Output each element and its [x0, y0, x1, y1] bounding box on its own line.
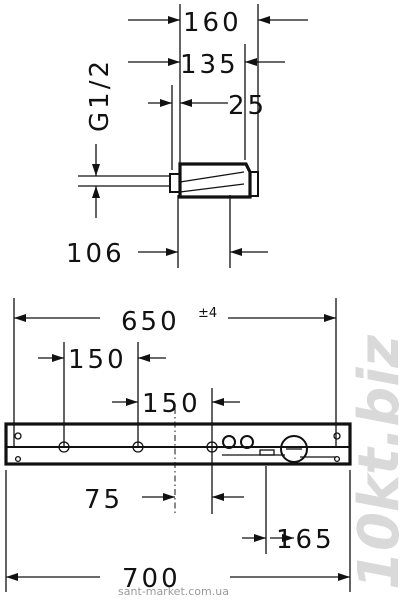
front-view: 650 ±4 150 150	[4, 298, 352, 594]
dim-g12: G1/2	[85, 58, 115, 132]
dim-650: 650	[121, 307, 180, 337]
dim-25: 25	[228, 91, 267, 121]
rail-body	[4, 422, 352, 466]
thermostat-knob	[280, 435, 308, 463]
dim-700: 700	[122, 564, 181, 594]
dim-150b: 150	[142, 389, 201, 419]
dim-106: 106	[66, 239, 125, 269]
side-view: 160 135 25 G1/2 106	[66, 4, 308, 269]
dim-135: 135	[180, 50, 239, 80]
dim-75: 75	[84, 485, 123, 515]
dim-160: 160	[183, 8, 242, 38]
dim-150a: 150	[68, 345, 127, 375]
dim-165: 165	[276, 525, 335, 555]
rail-end-hole-right	[333, 432, 341, 440]
rail-end-hole-left	[14, 432, 22, 440]
dim-650-tolerance: ±4	[198, 306, 217, 321]
watermark-brand: 10kt.biz	[347, 335, 408, 590]
control-knob-right	[240, 435, 254, 449]
watermark-site: sant-market.com.ua	[118, 585, 229, 598]
control-knob-left	[222, 435, 236, 449]
